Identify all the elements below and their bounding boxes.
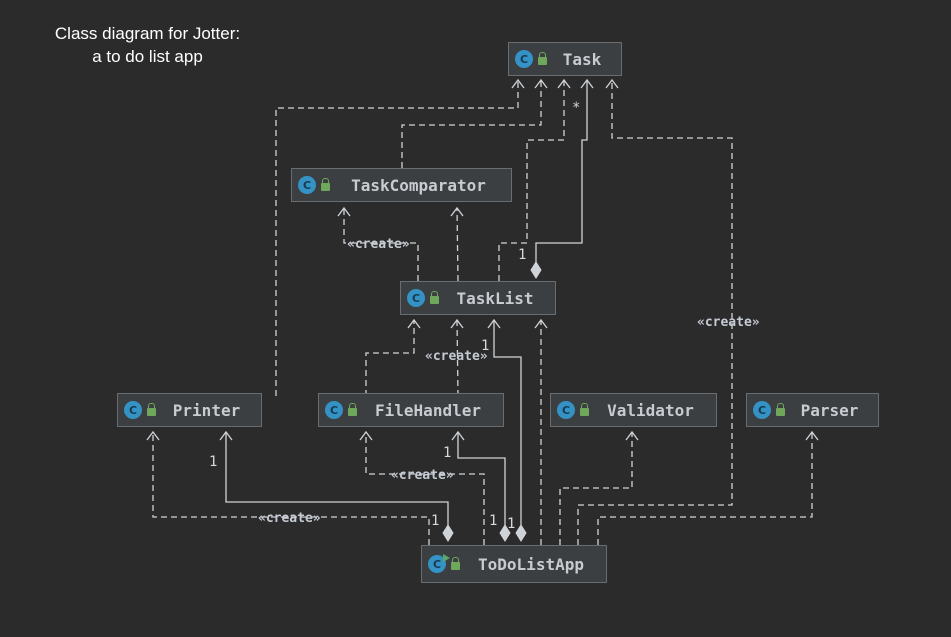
lock-open-icon — [321, 177, 330, 191]
create-app-printer — [152, 432, 430, 545]
multiplicity-label: * — [572, 100, 580, 116]
arrowhead — [146, 430, 160, 441]
diagram-title: Class diagram for Jotter: a to do list a… — [20, 22, 275, 68]
arrowhead — [557, 78, 571, 89]
aggregation-diamond — [499, 524, 511, 542]
class-printer[interactable]: C Printer — [117, 393, 262, 427]
class-name: Validator — [607, 400, 694, 420]
lock-open-icon — [776, 402, 785, 416]
class-icon: C — [515, 50, 533, 68]
dep-tasklist-task — [498, 80, 565, 281]
lock-open-icon — [348, 402, 357, 416]
create-label: «create» — [425, 349, 488, 364]
lock-open-icon — [538, 51, 547, 65]
arrowhead — [511, 78, 525, 89]
class-name: TaskComparator — [351, 175, 486, 195]
dep-printer-task — [275, 80, 519, 396]
arrowhead — [450, 318, 464, 329]
aggregation-diamond — [515, 524, 527, 542]
arrowhead — [625, 430, 639, 441]
class-tasklist[interactable]: C TaskList — [400, 281, 556, 315]
class-icon: C — [124, 401, 142, 419]
arrowhead — [451, 430, 465, 441]
lock-open-icon — [147, 402, 156, 416]
diagram-title-line1: Class diagram for Jotter: — [54, 24, 241, 43]
class-icon: C — [753, 401, 771, 419]
multiplicity-label: 1 — [507, 516, 515, 532]
dep-taskcomparator-task — [401, 80, 542, 168]
arrowhead — [534, 318, 548, 329]
multiplicity-label: 1 — [209, 454, 217, 470]
create-label: «create» — [697, 315, 760, 330]
main-class-icon: C — [428, 554, 450, 573]
arrowhead — [359, 430, 373, 441]
assoc-tasklist-task — [535, 80, 588, 262]
class-name: Parser — [800, 400, 859, 420]
assoc-app-tasklist — [493, 320, 522, 525]
aggregation-diamond — [442, 524, 454, 542]
assoc-app-printer — [225, 432, 449, 525]
multiplicity-label: 1 — [481, 338, 489, 354]
arrowhead — [605, 78, 619, 89]
multiplicity-label: 1 — [489, 513, 497, 529]
class-parser[interactable]: C Parser — [746, 393, 879, 427]
diagram-title-line2: a to do list app — [92, 47, 203, 66]
dep-app-validator — [559, 432, 633, 545]
arrowhead — [337, 206, 351, 217]
class-name: TaskList — [456, 288, 534, 308]
dep-tasklist-taskcomparator — [456, 207, 459, 282]
multiplicity-label: 1 — [443, 445, 451, 461]
dep-app-task — [577, 80, 733, 545]
arrowhead — [580, 78, 594, 89]
assoc-app-filehandler — [457, 432, 506, 525]
multiplicity-label: 1 — [431, 513, 439, 529]
multiplicity-label: 1 — [518, 247, 526, 263]
class-icon: C — [298, 176, 316, 194]
class-name: FileHandler — [375, 400, 481, 420]
arrowhead — [805, 430, 819, 441]
arrowhead — [219, 430, 233, 441]
lock-open-icon — [451, 556, 460, 570]
class-name: Printer — [172, 400, 241, 420]
arrowhead — [534, 78, 548, 89]
lock-open-icon — [430, 290, 439, 304]
create-tasklist-taskcomparator — [343, 208, 419, 281]
create-filehandler-tasklist — [365, 320, 415, 396]
class-taskcomparator[interactable]: C TaskComparator — [291, 168, 512, 202]
class-filehandler[interactable]: C FileHandler — [318, 393, 504, 427]
class-icon: C — [407, 289, 425, 307]
arrowhead — [487, 318, 501, 329]
lock-open-icon — [580, 402, 589, 416]
class-task[interactable]: C Task — [508, 42, 622, 76]
class-validator[interactable]: C Validator — [550, 393, 717, 427]
create-label: «create» — [391, 468, 454, 483]
arrowhead — [407, 318, 421, 329]
arrowhead — [450, 206, 464, 217]
dep-filehandler-tasklist — [456, 319, 459, 397]
class-icon: C — [557, 401, 575, 419]
class-todolistapp[interactable]: C ToDoListApp — [421, 545, 607, 583]
class-icon: C — [325, 401, 343, 419]
create-app-filehandler — [365, 432, 485, 545]
create-label: «create» — [347, 237, 410, 252]
class-name: ToDoListApp — [478, 554, 584, 574]
class-name: Task — [562, 49, 602, 69]
aggregation-diamond — [530, 261, 542, 279]
create-label: «create» — [258, 511, 321, 526]
dep-app-parser — [597, 432, 813, 545]
